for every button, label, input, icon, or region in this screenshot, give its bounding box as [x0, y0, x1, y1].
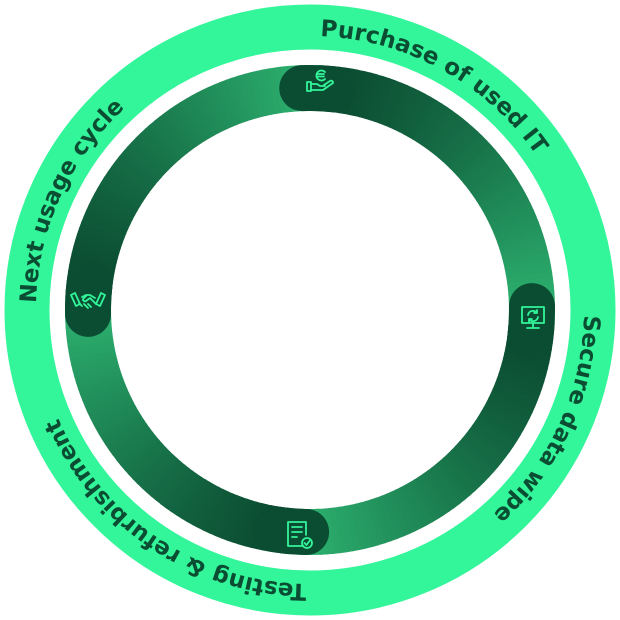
euro-hand-icon: [306, 69, 334, 92]
outer-ring: [4, 4, 616, 616]
stage-node-1: [279, 65, 357, 113]
monitor-refresh-icon: [521, 306, 545, 329]
checklist-document-icon: [287, 521, 313, 549]
handshake-icon: [70, 292, 106, 309]
inner-ring-segments: [65, 65, 556, 555]
